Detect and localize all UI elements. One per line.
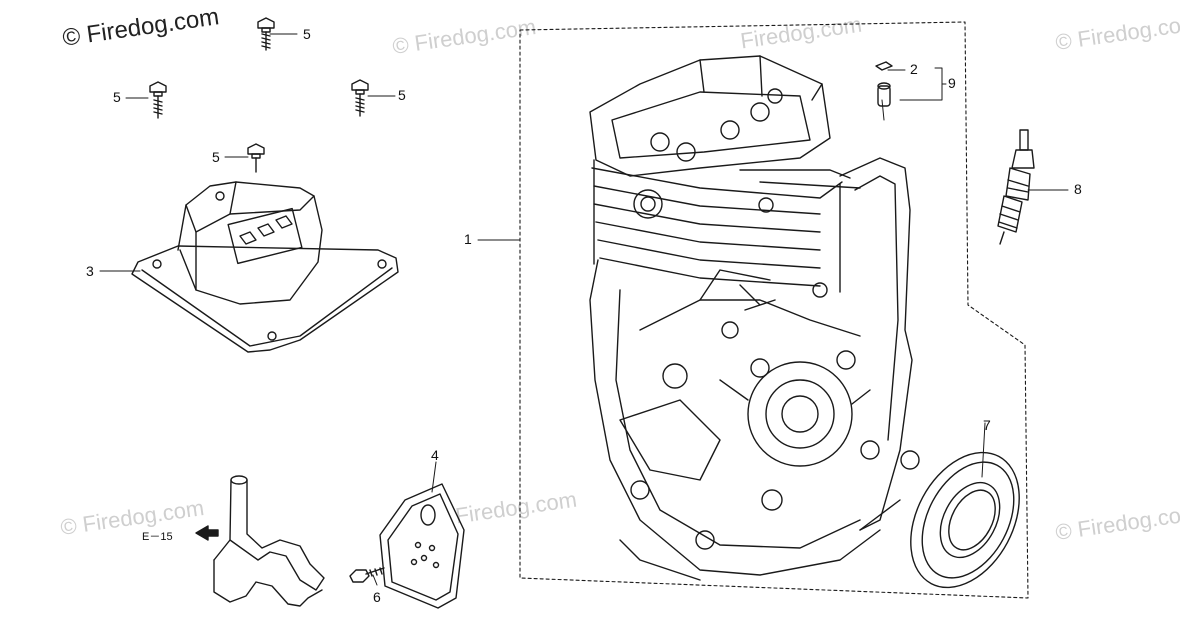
callout-6: 6 <box>373 589 381 605</box>
callout-5: 5 <box>212 149 220 165</box>
breather-tube-drawing <box>213 475 325 607</box>
engine-block-drawing <box>589 55 920 581</box>
callout-4: 4 <box>431 447 439 463</box>
bolt-icon <box>257 17 275 51</box>
oil-seal-drawing <box>910 451 1020 589</box>
callout-5: 5 <box>113 89 121 105</box>
callout-7: 7 <box>983 417 991 433</box>
arrow-left-icon <box>195 525 219 541</box>
cross-reference-label: E－15 <box>142 531 173 543</box>
assembly-boundary <box>519 21 1029 599</box>
callout-2: 2 <box>910 61 918 77</box>
bolt-icon <box>349 567 385 583</box>
callout-3: 3 <box>86 263 94 279</box>
callout-1: 1 <box>464 231 472 247</box>
dowel-pin-drawing <box>875 61 893 107</box>
callout-9: 9 <box>948 75 956 91</box>
head-cover-drawing <box>131 181 399 353</box>
callout-5: 5 <box>303 26 311 42</box>
callout-8: 8 <box>1074 181 1082 197</box>
gasket-plate-drawing <box>379 483 465 609</box>
callout-5: 5 <box>398 87 406 103</box>
spark-plug-drawing <box>997 129 1035 245</box>
